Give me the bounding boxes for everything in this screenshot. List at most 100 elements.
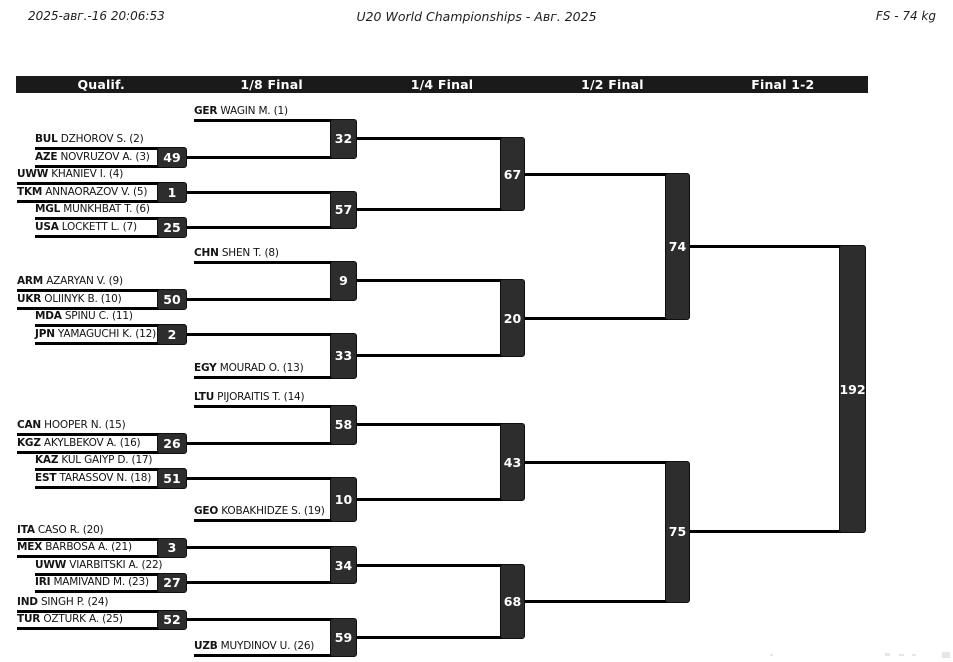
athlete-name: AKYLBEKOV A. (16) [40, 436, 141, 449]
match-number: 1 [167, 184, 177, 200]
athlete-name: OLIINYK B. (10) [41, 292, 122, 305]
winner-line [354, 354, 505, 358]
match-box: 192 [839, 244, 866, 534]
athlete-label: MEX BARBOSA A. (21) [17, 540, 132, 555]
match-box: 49 [157, 147, 187, 168]
round-header-final-1-2: Final 1-2 [751, 77, 815, 92]
match-box: 25 [157, 217, 187, 238]
athlete-label: ARM AZARYAN V. (9) [17, 274, 123, 289]
athlete-line [194, 519, 335, 522]
country-code: MGL [35, 203, 61, 215]
match-number: 43 [503, 454, 522, 470]
match-number: 10 [334, 491, 353, 507]
athlete-line [35, 147, 162, 150]
round-header-1-4-final: 1/4 Final [410, 77, 474, 92]
match-box: 26 [157, 433, 187, 454]
athlete-line [17, 555, 162, 558]
country-code: EST [35, 471, 57, 484]
athlete-line [35, 164, 162, 168]
winner-line [184, 225, 335, 229]
match-box: 32 [330, 119, 357, 159]
athlete-label: TUR OZTURK A. (25) [17, 612, 123, 627]
athlete-name: LOCKETT L. (7) [58, 220, 137, 233]
country-code: LTU [194, 391, 215, 403]
athlete-line [17, 199, 162, 203]
country-code: JPN [35, 327, 55, 340]
athlete-line [35, 572, 162, 576]
athlete-label: GEO KOBAKHIDZE S. (19) [194, 504, 325, 519]
athlete-label: IND SINGH P. (24) [17, 595, 108, 610]
athlete-line [194, 376, 335, 379]
athlete-line [17, 609, 162, 613]
athlete-name: SPINU C. (11) [61, 310, 133, 322]
athlete-line [17, 289, 162, 292]
athlete-line [35, 234, 162, 238]
athlete-name: VIARBITSKI A. (22) [66, 558, 163, 571]
athlete-name: KUL GAIYP D. (17) [58, 454, 153, 466]
winner-line [184, 476, 335, 480]
match-number: 74 [668, 238, 687, 254]
athlete-name: HOOPER N. (15) [41, 419, 126, 431]
athlete-name: KOBAKHIDZE S. (19) [218, 505, 325, 517]
winner-line [184, 190, 335, 194]
country-code: TUR [17, 613, 41, 625]
match-number: 58 [334, 417, 353, 433]
athlete-line [35, 217, 162, 220]
match-box: 20 [500, 279, 525, 358]
athlete-name: YAMAGUCHI K. (12) [54, 327, 156, 340]
page-title: U20 World Championships - Авг. 2025 [356, 9, 597, 24]
match-number: 9 [339, 273, 348, 289]
athlete-name: MAMIVAND M. (23) [50, 576, 149, 588]
country-code: TKM [17, 185, 43, 198]
match-number: 75 [668, 524, 687, 540]
match-number: 25 [163, 219, 181, 235]
match-box: 2 [157, 324, 187, 345]
winner-line [184, 332, 335, 336]
athlete-name: SINGH P. (24) [37, 595, 109, 608]
country-code: MDA [35, 310, 62, 322]
athlete-label: UKR OLIINYK B. (10) [17, 292, 122, 307]
athlete-label: KGZ AKYLBEKOV A. (16) [17, 436, 141, 451]
match-number: 52 [163, 612, 181, 628]
match-number: 2 [167, 326, 177, 342]
match-box: 59 [330, 618, 357, 657]
athlete-name: MOURAD O. (13) [216, 362, 304, 374]
athlete-line [17, 537, 162, 541]
match-number: 67 [503, 166, 522, 182]
country-code: CAN [17, 419, 42, 431]
athlete-name: ANNAORAZOV V. (5) [42, 185, 148, 198]
athlete-label: KAZ KUL GAIYP D. (17) [35, 453, 153, 468]
weight-class: FS - 74 kg [875, 9, 936, 23]
athlete-name: OZTURK A. (25) [40, 613, 123, 625]
athlete-name: MUYDINOV U. (26) [217, 639, 315, 652]
round-header-bar: Qualif. 1/8 Final 1/4 Final 1/2 Final Fi… [16, 76, 868, 93]
match-number: 57 [334, 202, 353, 218]
athlete-line [35, 485, 162, 489]
country-code: IRI [35, 576, 51, 588]
athlete-line [194, 653, 335, 657]
athlete-label: UWW VIARBITSKI A. (22) [35, 558, 163, 573]
athlete-label: MGL MUNKHBAT T. (6) [35, 202, 150, 217]
winner-line [687, 244, 844, 248]
athlete-line [35, 341, 162, 345]
match-box: 9 [330, 261, 357, 301]
athlete-line [17, 433, 162, 436]
athlete-line [194, 261, 335, 264]
match-box: 50 [157, 289, 187, 310]
match-number: 20 [503, 310, 522, 326]
match-box: 1 [157, 182, 187, 203]
winner-line [522, 599, 670, 603]
watermark-fragment [885, 653, 890, 656]
watermark-fragment [942, 652, 950, 658]
match-box: 74 [665, 172, 690, 320]
match-number: 26 [163, 435, 181, 451]
athlete-label: CAN HOOPER N. (15) [17, 418, 126, 433]
country-code: GEO [194, 505, 219, 517]
athlete-label: IRI MAMIVAND M. (23) [35, 575, 149, 590]
match-number: 51 [163, 470, 181, 486]
athlete-name: CASO R. (20) [34, 523, 104, 536]
athlete-label: JPN YAMAGUCHI K. (12) [35, 327, 156, 342]
match-box: 67 [500, 137, 525, 212]
athlete-name: BARBOSA A. (21) [42, 541, 132, 553]
match-box: 43 [500, 423, 525, 501]
